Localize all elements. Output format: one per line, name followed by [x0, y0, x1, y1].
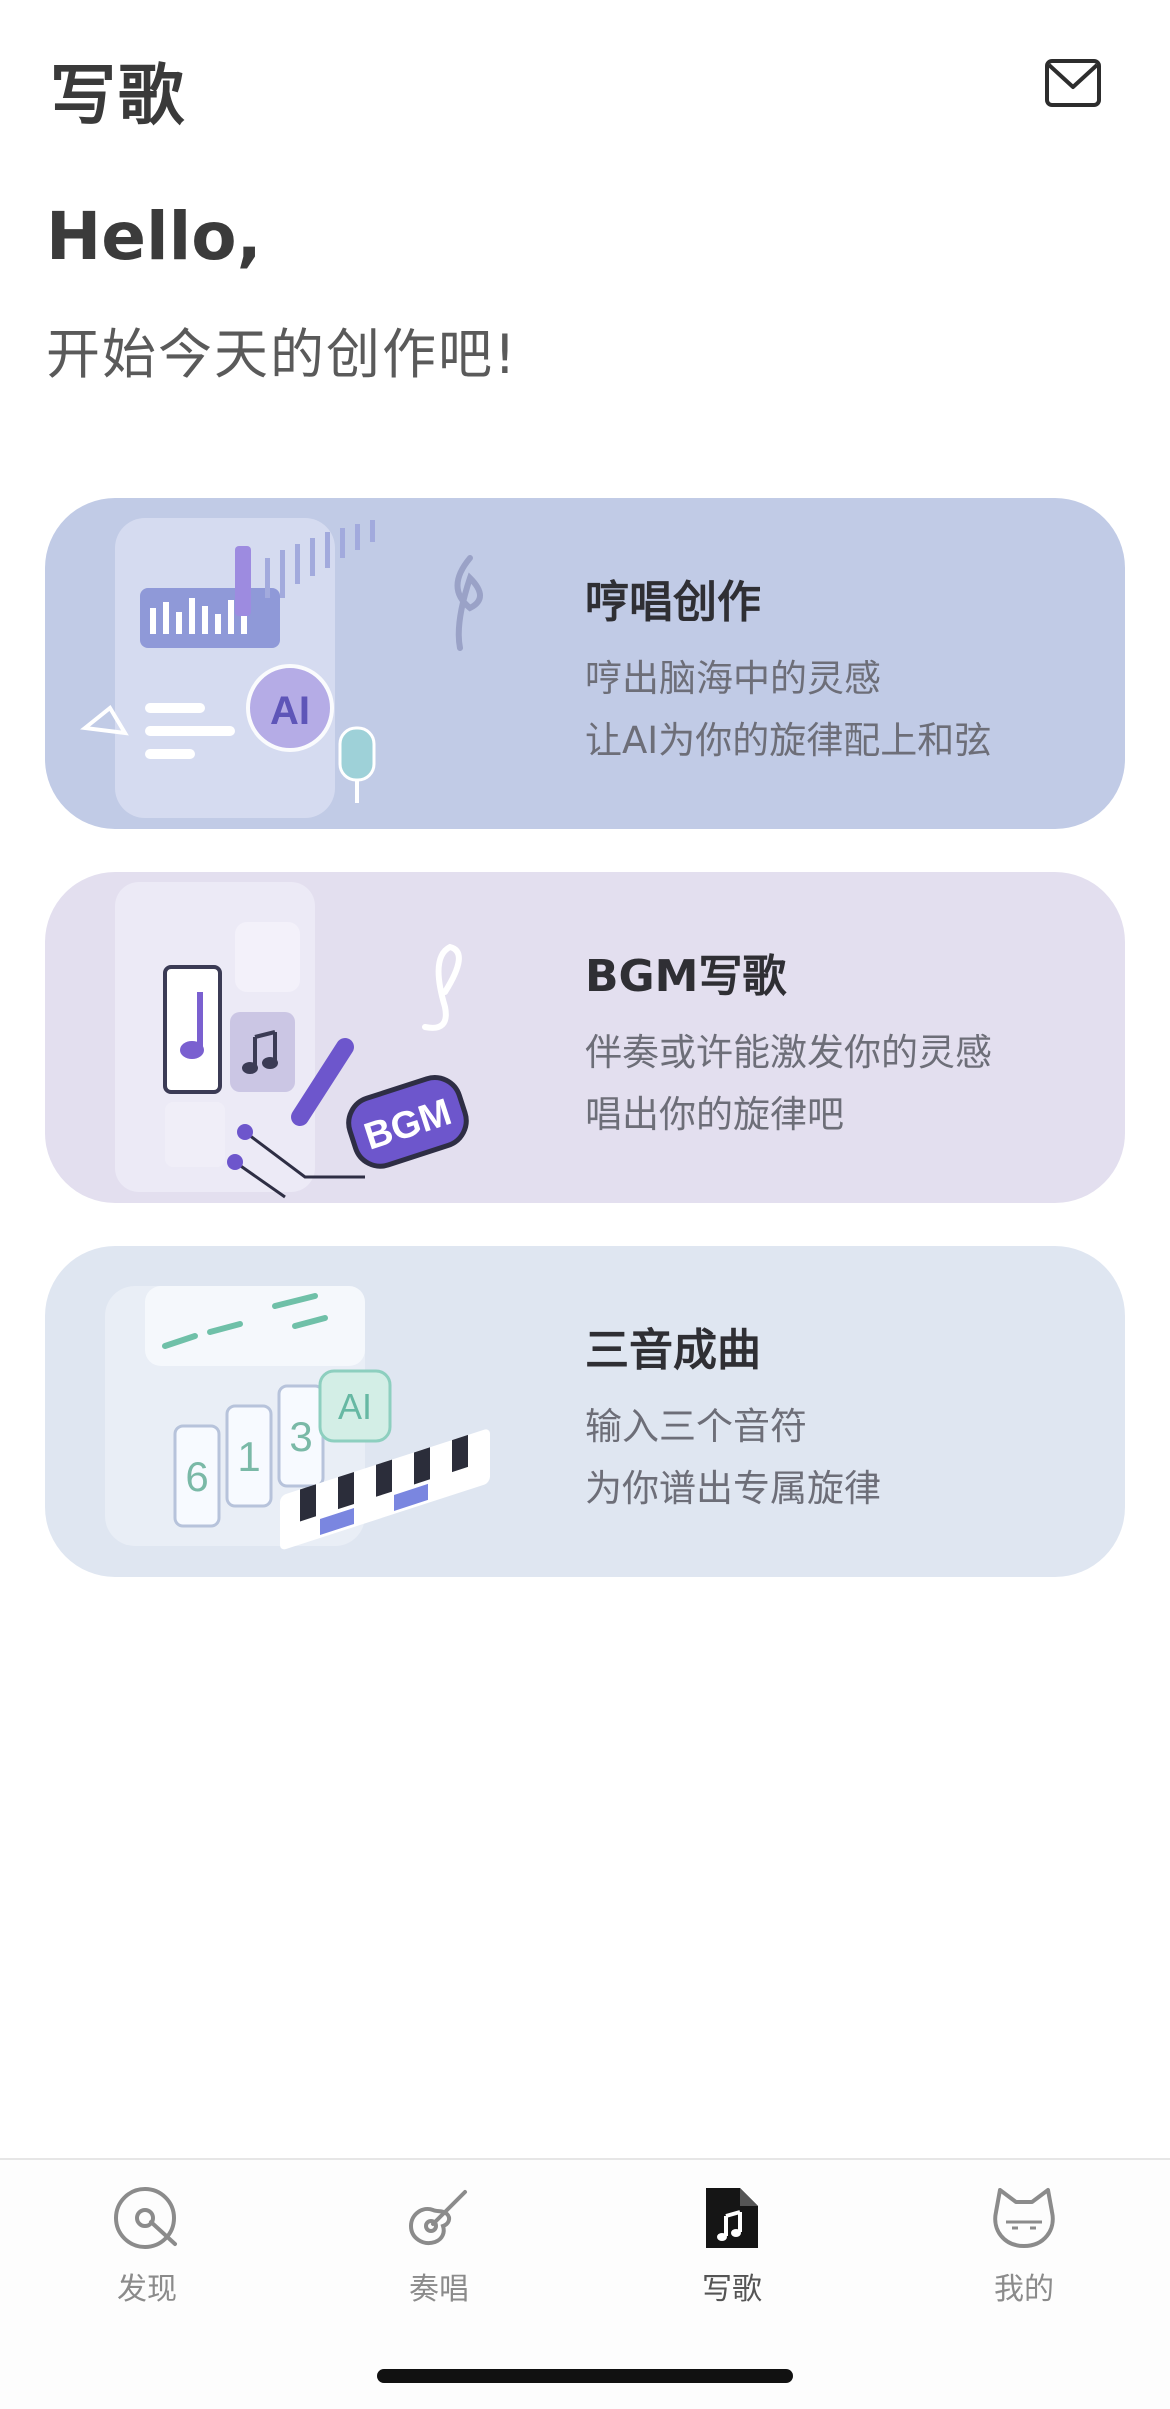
hum-illustration: AI: [80, 518, 483, 818]
bgm-write-card[interactable]: BGM BGM写歌 伴奏或许能激发你的灵感 唱出你的旋律吧: [45, 872, 1125, 1203]
card-desc-line1: 哼出脑海中的灵感: [585, 657, 881, 700]
vinyl-record-icon: [114, 2187, 177, 2249]
tab-discover[interactable]: 发现: [47, 2182, 247, 2312]
greeting-subtitle: 开始今天的创作吧!: [46, 323, 518, 386]
tab-label: 我的: [994, 2272, 1054, 2307]
greeting-hello: Hello,: [46, 198, 262, 275]
bottom-tab-bar: 发现 奏唱 写歌 我的: [0, 2158, 1170, 2409]
page-title: 写歌: [50, 57, 186, 134]
tab-write-song[interactable]: 写歌: [632, 2182, 832, 2312]
card-desc-line2: 让AI为你的旋律配上和弦: [585, 719, 992, 762]
note-digit: 3: [289, 1413, 312, 1460]
ai-badge-text: AI: [270, 689, 310, 733]
card-title: BGM写歌: [585, 951, 787, 1002]
tab-label: 发现: [117, 2272, 177, 2307]
three-note-card[interactable]: 6 1 3 AI 三音成曲 输入三个音符 为你谱出专属旋律: [45, 1246, 1125, 1577]
note-digit: 6: [185, 1453, 208, 1500]
mail-icon: [1045, 59, 1101, 107]
ai-badge-text: AI: [338, 1386, 372, 1427]
tab-label: 写歌: [702, 2272, 762, 2307]
tab-mine[interactable]: 我的: [924, 2182, 1124, 2312]
tab-perform[interactable]: 奏唱: [339, 2182, 539, 2312]
card-title: 三音成曲: [585, 1325, 761, 1376]
card-title: 哼唱创作: [585, 577, 761, 628]
cat-face-icon: [993, 2188, 1055, 2248]
card-desc-line2: 唱出你的旋律吧: [585, 1093, 844, 1136]
tab-label: 奏唱: [409, 2272, 469, 2307]
bgm-illustration: BGM: [115, 882, 469, 1199]
guitar-icon: [408, 2190, 467, 2245]
home-indicator: [377, 2369, 793, 2383]
note-digit: 1: [237, 1433, 260, 1480]
hum-create-card[interactable]: AI 哼唱创作 哼出脑海中的灵感 让AI为你的旋律配上和弦: [45, 498, 1125, 829]
card-desc-line2: 为你谱出专属旋律: [585, 1467, 881, 1510]
three-note-illustration: 6 1 3 AI: [105, 1286, 490, 1550]
mail-button[interactable]: [1044, 58, 1102, 108]
card-desc-line1: 伴奏或许能激发你的灵感: [585, 1031, 992, 1074]
card-desc-line1: 输入三个音符: [585, 1405, 807, 1448]
music-document-icon: [706, 2188, 758, 2248]
